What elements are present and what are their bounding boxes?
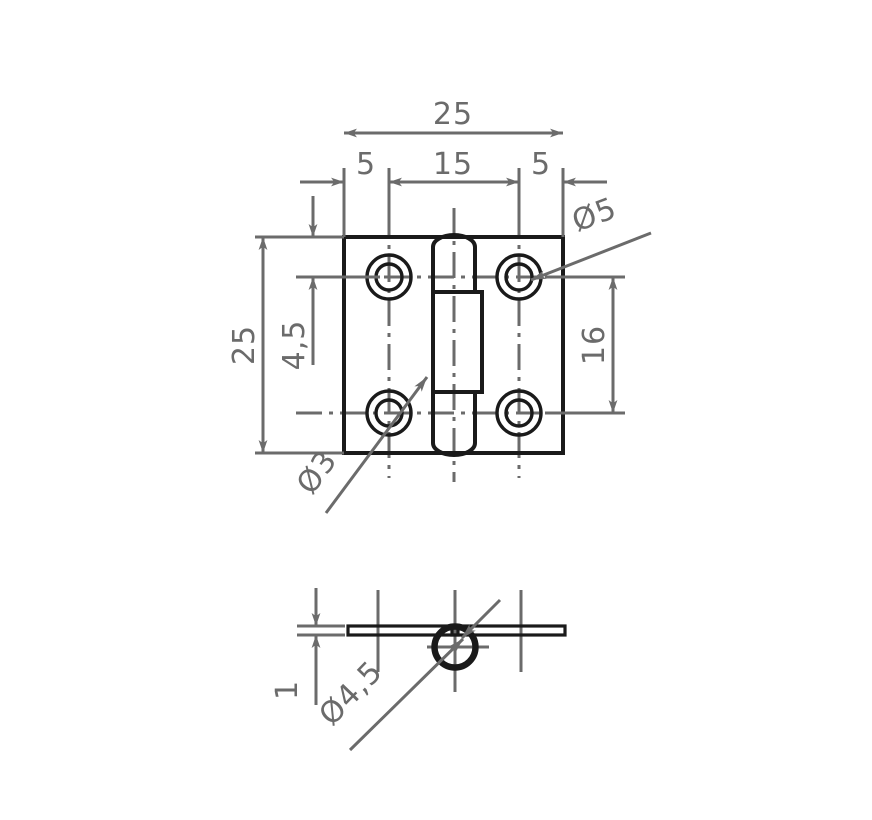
dim-label-center-span: 15 — [433, 147, 473, 182]
dim-label-right-pitch: 5 — [531, 147, 551, 182]
leader-line-dia5 — [530, 231, 652, 282]
leader-line-dia45-upper — [460, 598, 502, 640]
top-dimension-group: 25 5 15 5 — [300, 97, 607, 237]
leader-line-dia3 — [324, 376, 429, 514]
leader-line-dia45 — [348, 637, 465, 752]
side-knuckle-outer-circle — [431, 623, 479, 671]
side-knuckle-inner-circle — [434, 626, 476, 668]
dim-label-overall-height: 25 — [227, 325, 262, 365]
hole-bottom-left-outer-circle — [365, 389, 413, 437]
side-plate-right — [450, 624, 567, 637]
hole-bottom-right-outer-circle — [495, 389, 543, 437]
dim-label-thickness: 1 — [270, 680, 305, 700]
knuckle-segment-bottom — [431, 390, 477, 457]
hole-bottom-right-inner-circle — [504, 398, 534, 428]
hole-bottom-right — [495, 389, 543, 437]
dim-label-left-pitch: 5 — [356, 147, 376, 182]
dim-label-edge-to-hole: 4,5 — [277, 320, 312, 371]
front-view — [296, 208, 610, 482]
right-dimension-group: 16 — [545, 275, 625, 415]
dim-label-overall-width: 25 — [433, 97, 473, 132]
knuckle-segment-top — [431, 233, 477, 294]
hinge-knuckle-assembly — [431, 233, 484, 457]
left-dimension-group: 25 4,5 — [227, 196, 380, 455]
dim-label-hole-pitch-vertical: 16 — [577, 325, 612, 365]
side-plate-left — [346, 624, 460, 637]
